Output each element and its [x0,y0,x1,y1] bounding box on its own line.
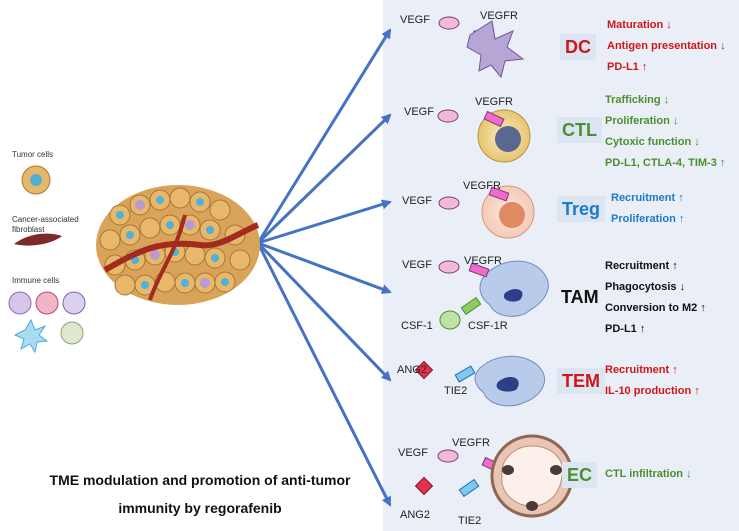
effect-item: Recruitment ↑ [611,192,684,204]
arrow-to-ctl [256,113,392,245]
tam-effects: Recruitment ↑ Phagocytosis ↓ Conversion … [605,256,706,340]
arrow-to-ec [256,242,392,507]
effect-item: PD-L1, CTLA-4, TIM-3 ↑ [605,157,726,169]
legend-caf-label-line2: fibroblast [12,225,45,234]
effect-item: Antigen presentation ↓ [607,40,726,52]
vegf-label-treg: VEGF [402,195,432,207]
ctl-tag: CTL [557,117,602,143]
tie2-label-ec: TIE2 [458,515,482,527]
arrow-to-dc [256,28,392,244]
figure-title-line1: TME modulation and promotion of anti-tum… [49,472,351,488]
effect-item: Maturation ↓ [607,19,672,31]
tem-effects: Recruitment ↑ IL-10 production ↑ [605,360,700,402]
legend-tumor-label: Tumor cells [12,150,54,159]
arrow-to-tam [257,241,392,294]
dc-tag: DC [560,34,596,60]
treg-tag: Treg [557,196,606,222]
tam-tag: TAM [561,287,599,307]
ang2-label-ec: ANG2 [400,509,430,521]
legend-icons [8,165,86,354]
effect-item: Recruitment ↑ [605,364,678,376]
vegfr-label-ctl: VEGFR [475,96,513,108]
legend-caf-label-line1: Cancer-associated [12,215,79,224]
effect-item: PD-L1 ↑ [605,323,646,335]
effect-item: Recruitment ↑ [605,260,678,272]
vegfr-label-dc: VEGFR [480,10,518,22]
vegfr-label-treg: VEGFR [463,180,501,192]
tie2-label-tem: TIE2 [444,385,468,397]
effect-item: IL-10 production ↑ [605,385,700,397]
ang2-label-tem: ANG2 [397,364,427,376]
csf1r-label: CSF-1R [468,320,508,332]
arrow-to-tem [256,241,392,382]
effect-item: CTL infiltration ↓ [605,468,692,480]
tem-tag: TEM [557,368,605,394]
csf1-label: CSF-1 [401,320,433,332]
vegf-label-ctl: VEGF [404,106,434,118]
arrow-to-treg [257,199,392,245]
tumor-mass-illustration [96,185,260,305]
vegf-label-tam: VEGF [402,259,432,271]
legend-immune-label: Immune cells [12,276,60,285]
ctl-effects: Trafficking ↓ Proliferation ↓ Cytoxic fu… [605,90,725,174]
dc-effects: Maturation ↓ Antigen presentation ↓ PD-L… [607,15,726,78]
treg-effects: Recruitment ↑ Proliferation ↑ [611,188,684,230]
figure-title-line2: immunity by regorafenib [118,500,282,516]
effect-item: Conversion to M2 ↑ [605,302,706,314]
ec-tag: EC [562,462,598,488]
molecules [414,16,574,518]
vegfr-label-tam: VEGFR [464,255,502,267]
effect-item: Cytoxic function ↓ [605,136,700,148]
vegfr-label-ec: VEGFR [452,437,490,449]
effect-item: Trafficking ↓ [605,94,670,106]
effect-item: Phagocytosis ↓ [605,281,686,293]
vegf-label-dc: VEGF [400,14,430,26]
vegf-label-ec: VEGF [398,447,428,459]
effect-item: Proliferation ↓ [605,115,679,127]
arrow-group [256,28,392,507]
effect-item: Proliferation ↑ [611,213,685,225]
effect-item: PD-L1 ↑ [607,61,648,73]
ec-effects: CTL infiltration ↓ [605,464,692,485]
